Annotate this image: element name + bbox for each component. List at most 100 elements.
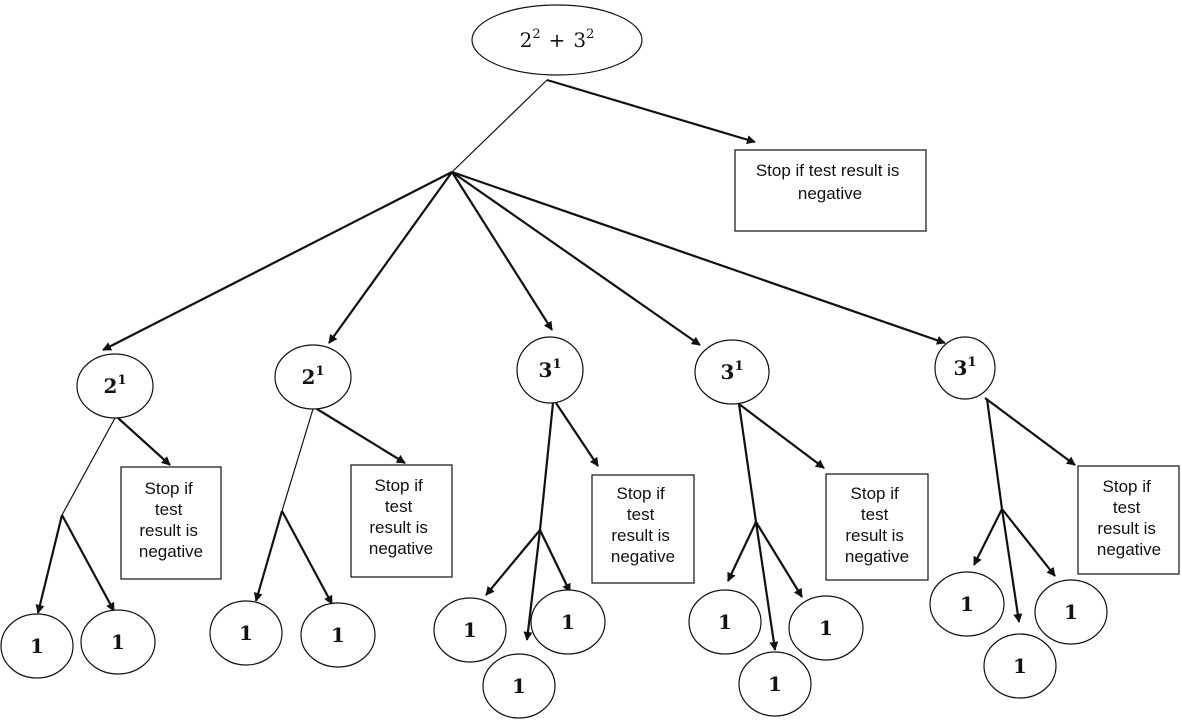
branch-base: 2	[104, 374, 118, 398]
leaf-arrow	[1001, 508, 1056, 577]
branch-stop-line: result is	[611, 526, 670, 545]
branch-exp: 1	[967, 355, 976, 370]
leaf-arrow	[253, 510, 284, 602]
branch-stop-arrow	[555, 402, 599, 467]
branch-stop-box: Stop if test result is negative	[825, 473, 929, 581]
svg-text:Stop if test resul: Stop if test result is negative	[139, 479, 203, 561]
branch-arrow	[451, 170, 946, 345]
leaf-arrow	[539, 529, 571, 593]
branch-arrow	[451, 171, 701, 346]
branch-stop-box: Stop if test result is negative	[350, 464, 453, 578]
branch-exp: 1	[315, 364, 324, 379]
svg-text:Stop if test resul: Stop if test result is negative	[369, 476, 433, 558]
leaf-arrow	[61, 514, 115, 612]
leaf-arrow	[281, 510, 333, 605]
svg-text:21: 21	[104, 373, 127, 398]
root-trunk-line	[451, 79, 548, 173]
branch-exp: 1	[552, 357, 561, 372]
root-stop-box: Stop if test result is negative	[734, 149, 927, 232]
branch-node: 31	[694, 339, 770, 405]
svg-text:Stop if test resul: Stop if test result is negative	[845, 484, 909, 566]
leaf-node: 1	[788, 595, 864, 661]
leaf-node: 1	[688, 589, 762, 655]
leaf-label: 1	[1064, 600, 1078, 624]
branch-stop-box: Stop if test result is negative	[1077, 465, 1180, 575]
root-base-b: 3	[573, 28, 586, 52]
leaf-arrow	[755, 521, 803, 598]
branch-stop-line: result is	[369, 518, 428, 537]
root-node: 22+32	[471, 4, 643, 76]
branch-node: 31	[934, 336, 996, 400]
branch-node: 21	[76, 353, 154, 419]
branch-to-split-line	[737, 403, 758, 523]
branch-stop-line: negative	[139, 542, 203, 561]
branch-exp: 1	[734, 359, 743, 374]
branch-node: 21	[274, 344, 352, 410]
branch-stop-line: Stop if	[1103, 477, 1151, 496]
branch-stop-arrow	[984, 397, 1076, 466]
svg-text:Stop if test resul: Stop if test result is negative	[1097, 477, 1161, 559]
branch-stop-line: test	[861, 505, 889, 524]
svg-text:22+32: 22+32	[520, 27, 595, 52]
branch-base: 2	[302, 365, 316, 389]
branch-stop-line: test	[1113, 498, 1141, 517]
branch-stop-line: negative	[369, 539, 433, 558]
leaf-label: 1	[768, 672, 782, 696]
root-exp-a: 2	[532, 27, 540, 42]
leaf-node: 1	[983, 633, 1057, 699]
leaf-label: 1	[331, 623, 345, 647]
leaf-label: 1	[30, 634, 44, 658]
branch-stop-box: Stop if test result is negative	[120, 466, 222, 580]
branch-stop-line: Stop if	[851, 484, 899, 503]
leaf-label: 1	[960, 592, 974, 616]
branch-to-split-line	[281, 408, 314, 512]
leaf-arrow	[973, 508, 1003, 566]
root-exp-b: 2	[586, 27, 594, 42]
leaf-node: 1	[80, 609, 156, 675]
leaf-label: 1	[1013, 654, 1027, 678]
svg-text:31: 31	[539, 357, 562, 382]
branch-base: 3	[954, 356, 968, 380]
leaf-label: 1	[718, 610, 732, 634]
branch-base: 3	[539, 358, 553, 382]
svg-text:21: 21	[302, 364, 325, 389]
branch-arrow	[328, 171, 453, 344]
leaf-node: 1	[482, 653, 556, 719]
branch-stop-line: negative	[1097, 540, 1161, 559]
branch-stop-line: result is	[1097, 519, 1156, 538]
leaf-arrow	[1000, 508, 1023, 623]
root-stop-line: negative	[798, 184, 862, 203]
leaf-node: 1	[209, 600, 283, 666]
leaf-label: 1	[512, 674, 526, 698]
leaf-label: 1	[561, 610, 575, 634]
branch-stop-line: negative	[611, 547, 675, 566]
root-stop-line: Stop if test result is	[756, 161, 900, 180]
branch-stop-line: result is	[139, 521, 198, 540]
branch-stop-line: Stop if	[145, 479, 193, 498]
leaf-node: 1	[300, 602, 376, 668]
branch-arrow	[102, 171, 453, 351]
root-stop-arrow	[546, 78, 756, 144]
leaf-node: 1	[0, 613, 74, 679]
branch-stop-arrow	[316, 408, 406, 464]
leaf-node: 1	[433, 597, 507, 663]
branch-stop-line: result is	[845, 526, 904, 545]
branch-stop-arrow	[738, 403, 825, 469]
branch-exp: 1	[117, 373, 126, 388]
leaf-label: 1	[463, 618, 477, 642]
leaf-arrow	[727, 521, 757, 582]
leaf-label: 1	[819, 616, 833, 640]
leaf-node: 1	[530, 589, 606, 655]
leaf-arrow	[485, 529, 541, 596]
branch-arrow	[451, 171, 553, 331]
branch-stop-box: Stop if test result is negative	[591, 474, 695, 584]
svg-text:31: 31	[954, 355, 977, 380]
branch-stop-arrow	[117, 417, 171, 466]
root-base-a: 2	[520, 28, 533, 52]
leaf-node: 1	[738, 651, 812, 717]
svg-text:Stop if test resul: Stop if test result is negative	[611, 484, 675, 566]
leaf-arrow	[523, 529, 542, 641]
leaf-node: 1	[1034, 579, 1108, 645]
svg-text:31: 31	[721, 359, 744, 384]
branch-base: 3	[721, 360, 735, 384]
